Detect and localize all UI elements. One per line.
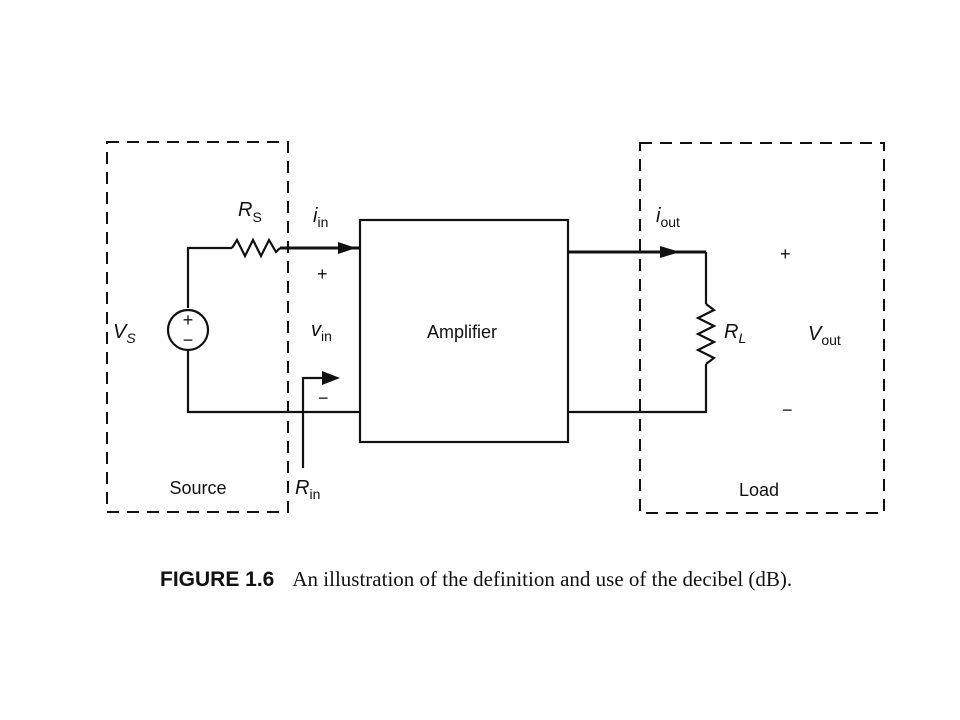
source-box [106,141,289,513]
iin-arrow [338,242,356,254]
load-label: Load [739,480,779,500]
rin-label: Rin [295,477,320,502]
rl-label: RL [724,321,746,346]
iin-label: iin [313,205,328,230]
load-box [639,142,885,514]
source-top-wire [186,246,232,308]
caption-number: FIGURE 1.6 [160,568,274,591]
vout-minus-sign: − [782,400,793,420]
vin-label: vin [311,319,332,344]
load-bottom-wire [568,364,708,414]
vin-plus-sign: + [317,264,328,284]
iout-arrow [660,246,680,258]
rin-indicator [301,376,328,468]
amplifier-label: Amplifier [427,322,497,342]
vs-label: VS [113,321,136,346]
iout-label: iout [656,205,680,230]
source-bottom-wire [186,350,360,414]
amplifier-block [358,218,570,444]
source-minus-sign: − [183,330,194,350]
vout-plus-sign: + [780,244,791,264]
vout-label: Vout [808,323,841,348]
rin-arrow [322,371,340,385]
caption-text: An illustration of the definition and us… [292,567,792,591]
figure-caption: FIGURE 1.6 An illustration of the defini… [160,567,792,591]
vin-minus-sign: − [318,388,329,408]
rs-label: RS [238,199,262,225]
resistor-rs [231,237,281,259]
source-label: Source [169,478,226,498]
source-plus-sign: + [183,310,194,330]
resistor-rl [695,303,717,365]
